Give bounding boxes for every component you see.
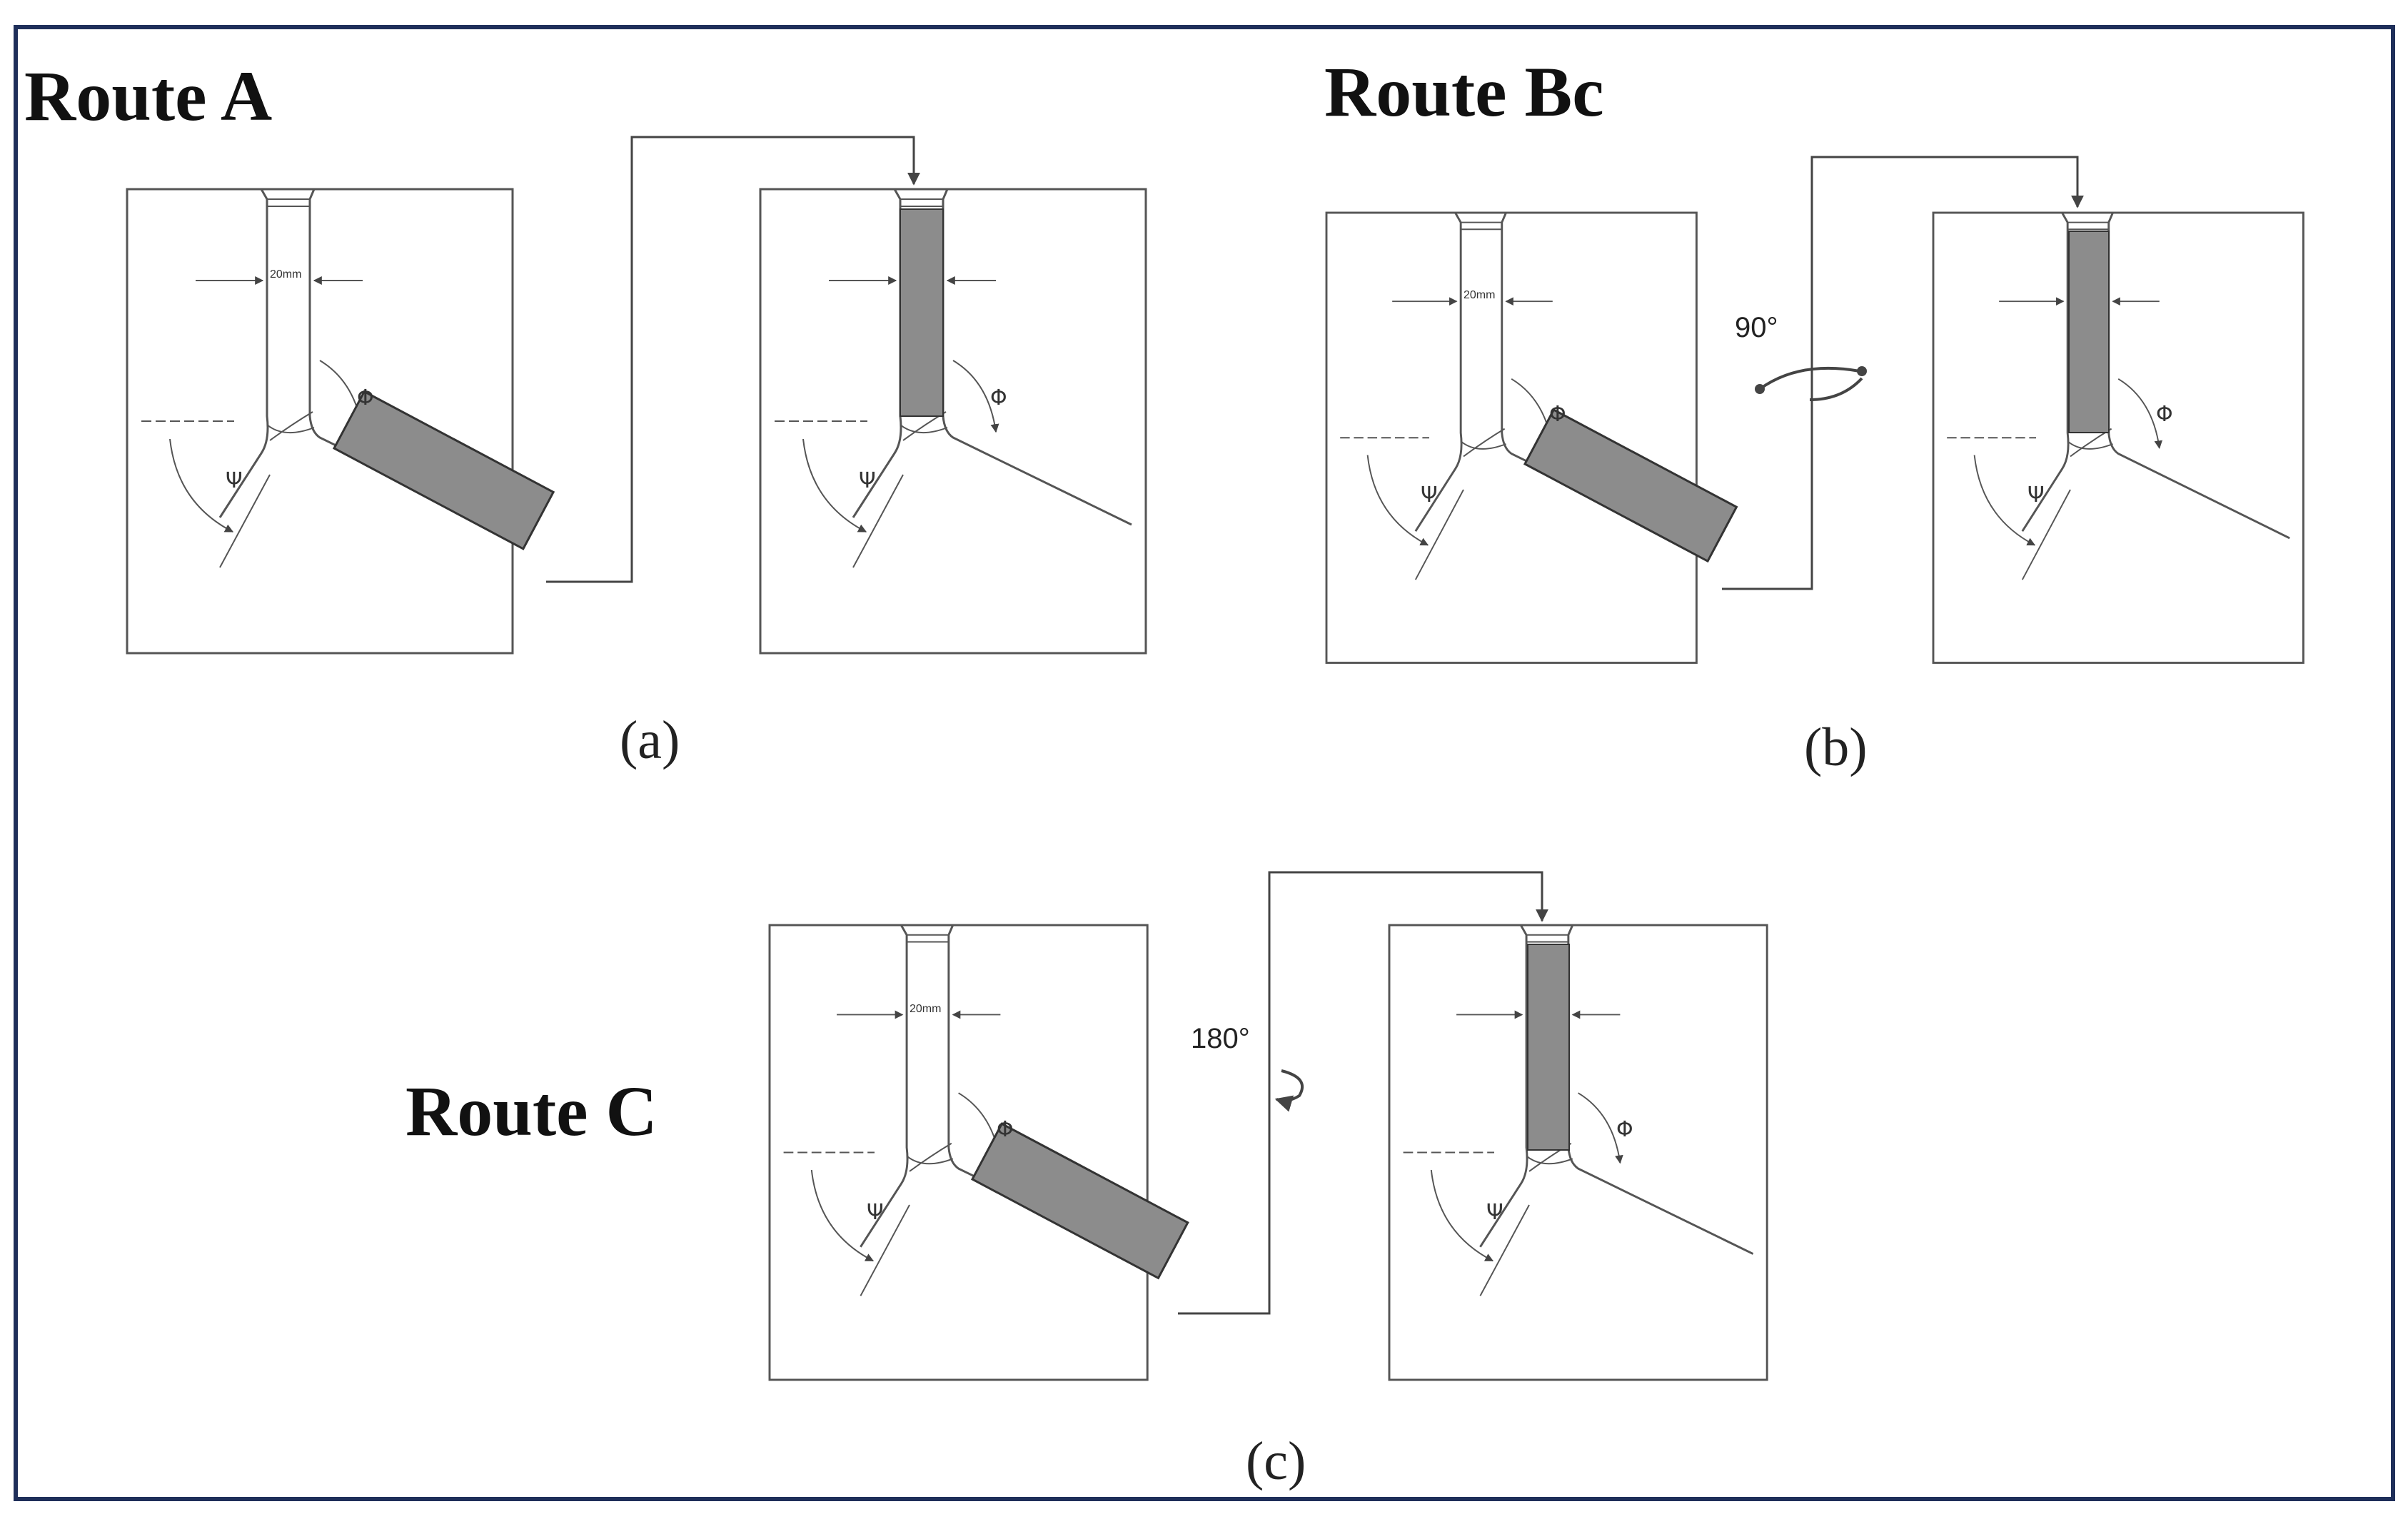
width-label: 20mm xyxy=(270,268,301,281)
billet xyxy=(2068,231,2110,433)
rotation-icon xyxy=(1758,366,1860,390)
route-b-caption: (b) xyxy=(1804,717,1868,777)
phi-label: Φ xyxy=(1616,1117,1633,1142)
phi-label: Φ xyxy=(990,385,1007,410)
psi-label: Ψ xyxy=(2027,483,2045,508)
rotation-icon xyxy=(1809,377,1863,401)
figure-frame xyxy=(14,25,2395,1501)
phi-label: Φ xyxy=(997,1117,1014,1142)
phi-label: Φ xyxy=(1549,402,1566,427)
route-b-title: Route Bc xyxy=(1324,52,1604,131)
route-c-die-after: Φ Ψ xyxy=(1389,925,1767,1380)
route-c-caption: (c) xyxy=(1246,1431,1306,1491)
billet xyxy=(332,390,555,550)
psi-label: Ψ xyxy=(1486,1200,1503,1225)
route-a-die-after: Φ Ψ xyxy=(760,189,1146,653)
route-b-transfer-arrow xyxy=(1722,156,2084,590)
route-a-transfer-arrow xyxy=(546,136,920,583)
route-a-title: Route A xyxy=(24,56,272,136)
route-a-die-before: 20mm Φ Ψ xyxy=(127,189,555,653)
route-b-die-after: Φ Ψ xyxy=(1933,213,2303,663)
route-c-rotation-label: 180° xyxy=(1191,1023,1250,1054)
route-c-transfer-arrow xyxy=(1178,871,1548,1315)
route-c-die-before: 20mm Φ Ψ xyxy=(770,925,1189,1380)
route-b-rotation-label: 90° xyxy=(1735,312,1778,343)
psi-label: Ψ xyxy=(859,468,876,493)
route-b-group: Route Bc 20mm Φ Ψ Φ Ψ 90° (b) xyxy=(1324,52,2303,777)
billet xyxy=(1527,944,1570,1151)
psi-label: Ψ xyxy=(867,1200,884,1225)
width-label: 20mm xyxy=(910,1003,941,1015)
route-a-group: Route A 20mm Φ Ψ Φ Ψ (a) xyxy=(24,56,1146,770)
billet xyxy=(970,1122,1189,1280)
rotation-icon xyxy=(1274,1069,1304,1112)
route-c-title: Route C xyxy=(405,1071,658,1151)
billet xyxy=(900,208,944,417)
route-c-group: Route C 20mm Φ Ψ Φ Ψ 180° (c) xyxy=(405,871,1767,1491)
width-label: 20mm xyxy=(1464,289,1495,301)
phi-label: Φ xyxy=(2156,402,2173,427)
psi-label: Ψ xyxy=(1421,483,1438,508)
route-b-die-before: 20mm Φ Ψ xyxy=(1326,213,1738,663)
phi-label: Φ xyxy=(357,385,374,410)
billet xyxy=(1523,408,1738,563)
route-a-caption: (a) xyxy=(620,710,680,770)
psi-label: Ψ xyxy=(226,468,243,493)
